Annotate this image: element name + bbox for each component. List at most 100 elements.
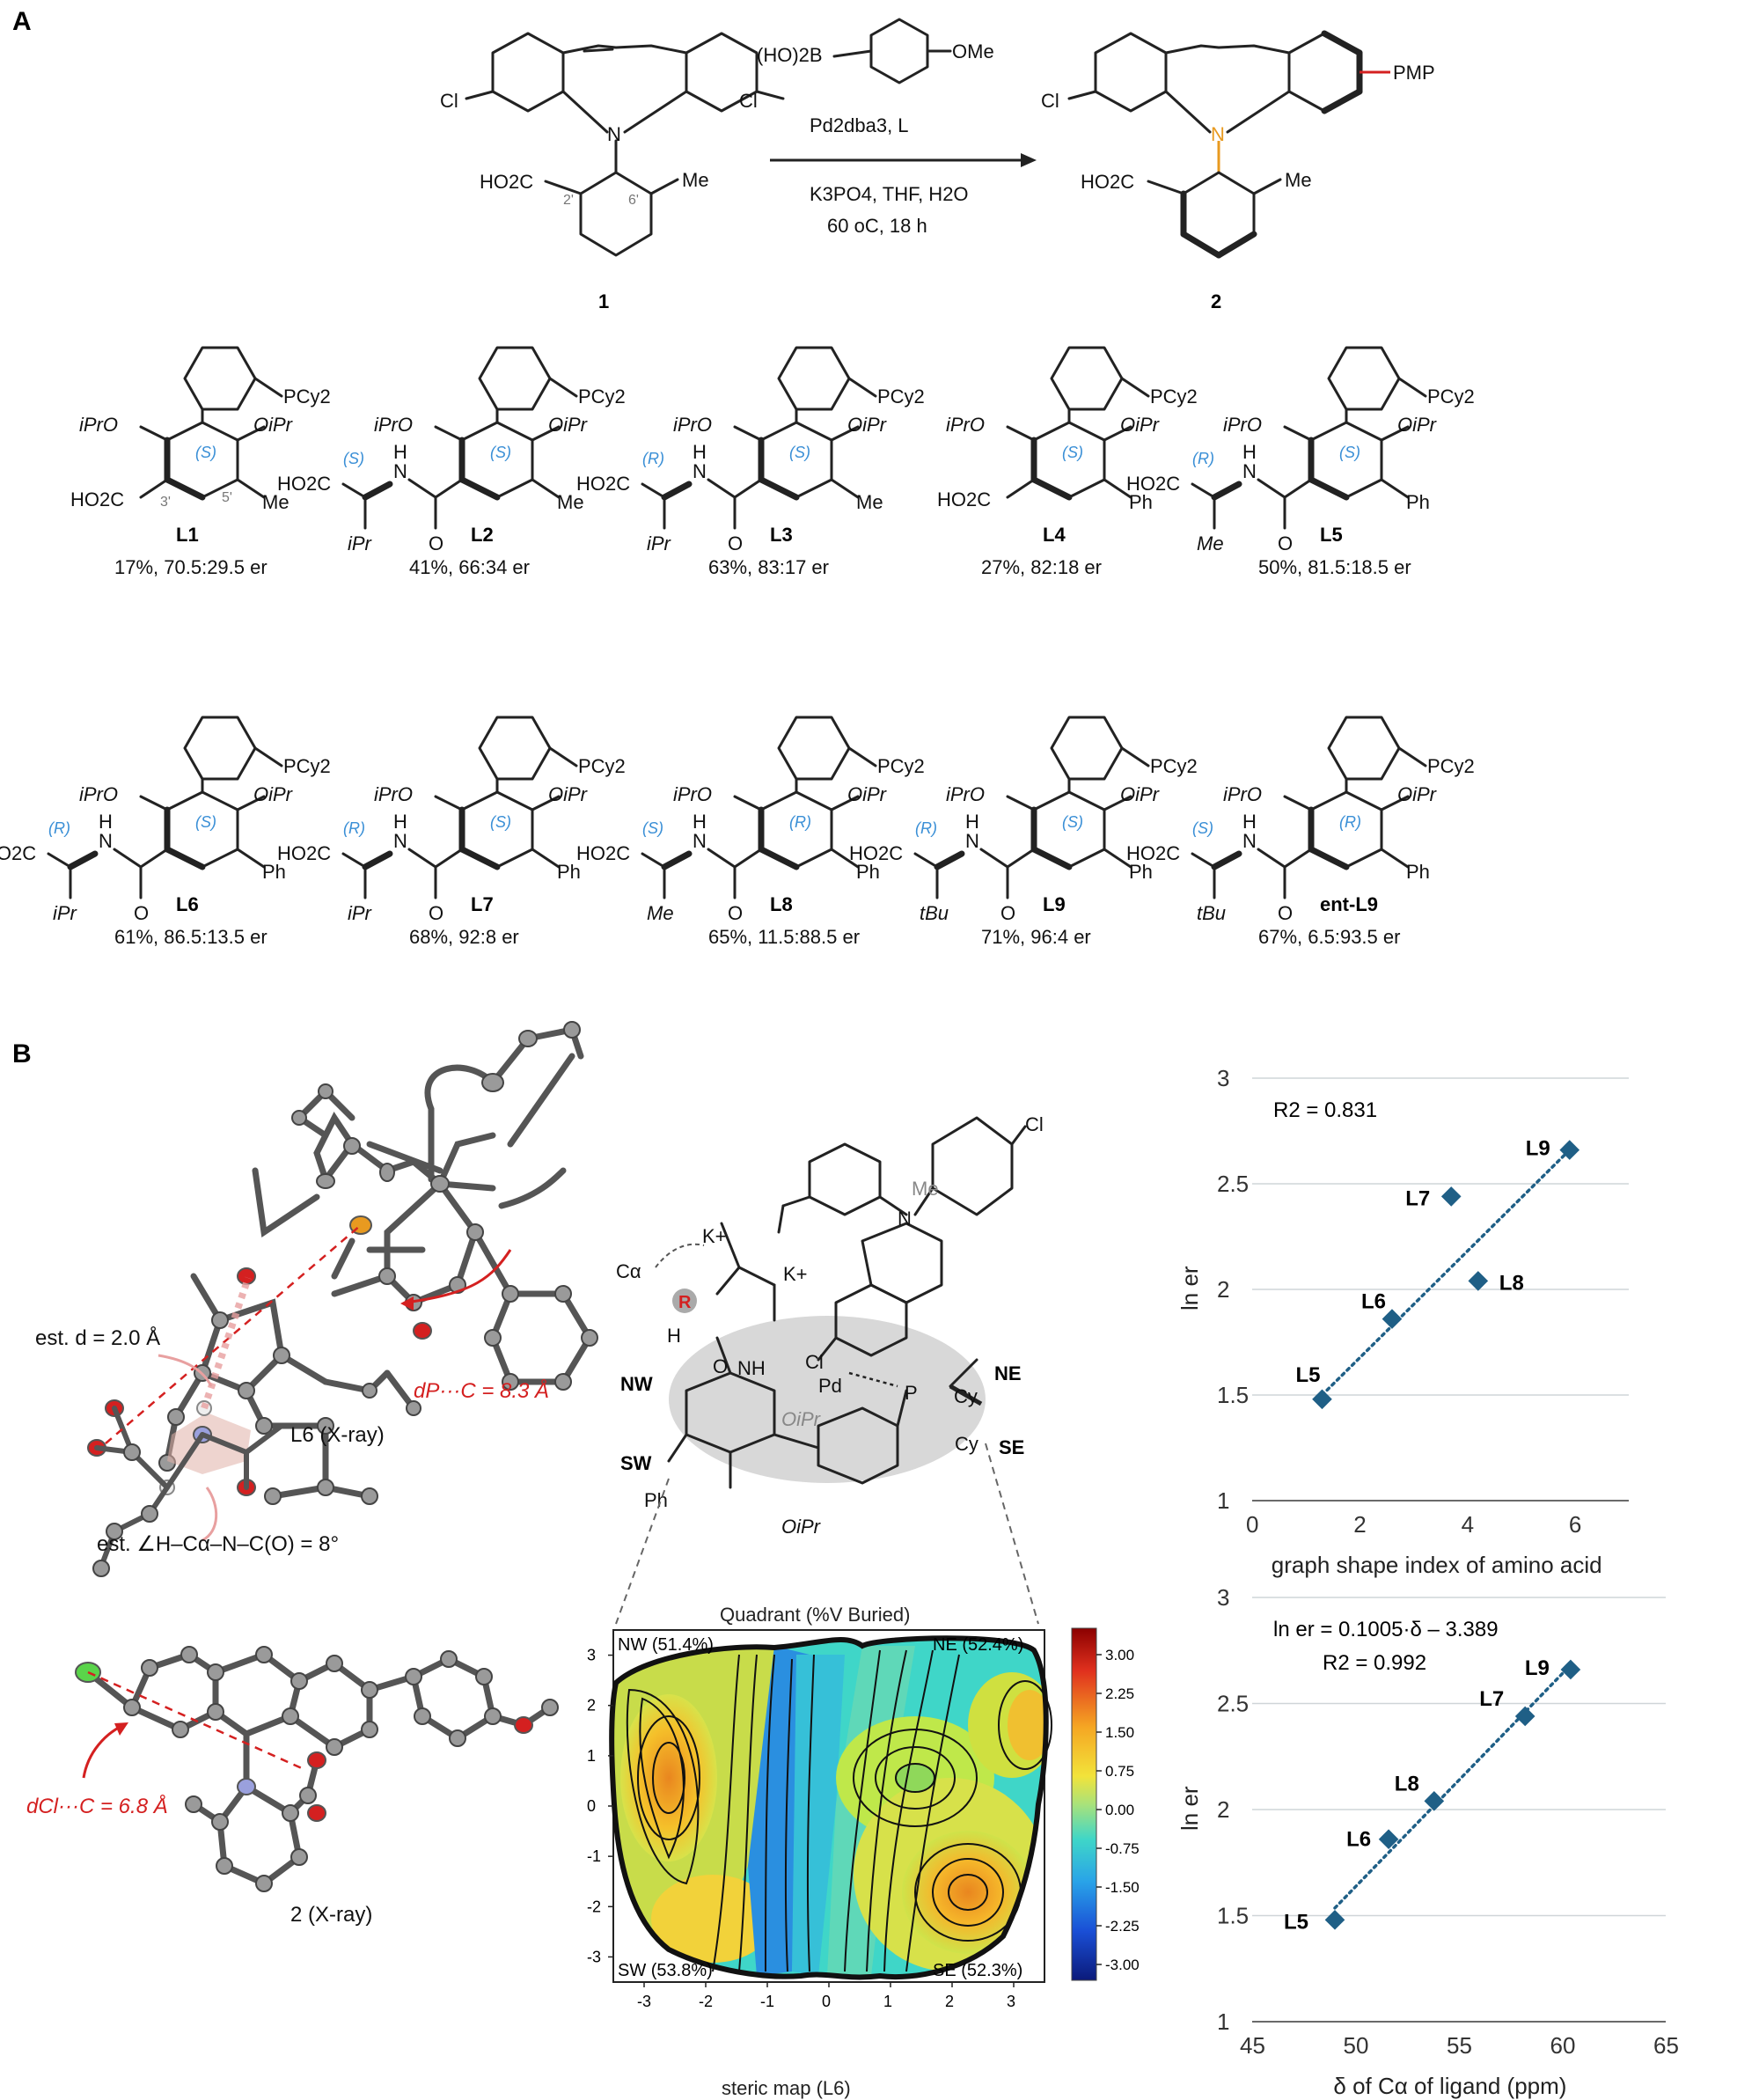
- ligand-c5-bond: [1380, 478, 1410, 499]
- ligand-bold-bond-2: [458, 476, 501, 501]
- catalyst-text: Pd2dba3, L: [810, 114, 909, 136]
- ligand-n: N: [99, 830, 113, 852]
- ligand-cn-bond: [407, 478, 437, 499]
- ligand-acid: HO2C: [277, 473, 331, 495]
- chart-ylabel: ln er: [1176, 1786, 1203, 1831]
- ligand-amide-o: O: [429, 532, 443, 554]
- ligand-bold-bond-2: [1308, 476, 1350, 501]
- chart-ytick-label: 1.5: [1217, 1903, 1249, 1929]
- sm-cl-right: Cl: [739, 90, 758, 112]
- ligand-side-chain: iPr: [348, 532, 373, 554]
- ligand-bold-bond-2: [458, 846, 501, 870]
- ligand-result: 68%, 92:8 er: [409, 926, 519, 948]
- ligand-acid-bond: [913, 852, 939, 869]
- ligand-aa-stereo: (R): [48, 819, 70, 837]
- ligand-cn-bond: [407, 848, 437, 869]
- ligand-pcy2: PCy2: [877, 755, 925, 777]
- ligand-amide-o: O: [134, 902, 149, 924]
- model-sw: SW: [620, 1452, 652, 1474]
- ligand-o-bond-right: [1103, 425, 1132, 442]
- steric-nw: NW (51.4%): [618, 1635, 714, 1655]
- steric-map-title: Quadrant (%V Buried): [720, 1604, 910, 1626]
- ligand-pos3: 3': [160, 495, 171, 510]
- ligand-sub5: Ph: [1129, 861, 1153, 883]
- model-o: O: [713, 1355, 728, 1377]
- ligand-o-bond-left: [1006, 795, 1036, 811]
- ligand-axial-stereo: (S): [1062, 444, 1083, 461]
- ligand-oipr-right: OiPr: [548, 783, 589, 805]
- colorbar-label: 0.00: [1105, 1802, 1134, 1818]
- ligand-o-bond-right: [531, 425, 561, 442]
- chart-trendline: [1320, 1148, 1572, 1397]
- ligand-c3-bond: [1006, 478, 1036, 499]
- ligand-p-bond: [253, 377, 283, 398]
- ligand-c5-bond: [236, 478, 266, 499]
- ligand-sub5: Ph: [557, 861, 581, 883]
- ligand-oipr-left: iPrO: [374, 414, 413, 436]
- ligand-o-bond-right: [1380, 425, 1410, 442]
- ligand-acid: HO2C: [1126, 473, 1180, 495]
- ligand-c3-bond: [1283, 478, 1313, 499]
- chart-xtick-label: 2: [1353, 1511, 1366, 1538]
- ligand-pcy2: PCy2: [1150, 385, 1198, 408]
- ligand-bold-bond-2: [1030, 846, 1073, 870]
- ligand-side-chain: Me: [647, 902, 674, 924]
- ligand-sub5: Ph: [1406, 861, 1430, 883]
- chart-ytick-label: 2: [1217, 1276, 1229, 1303]
- ligand-result: 41%, 66:34 er: [409, 556, 530, 578]
- ligand-h: H: [99, 811, 113, 833]
- ligand-sub5: Ph: [856, 861, 880, 883]
- ligand-calpha-bond: [1211, 481, 1242, 501]
- ligand-n: N: [693, 830, 707, 852]
- steric-ne: NE (52.4%): [933, 1635, 1023, 1655]
- ligand-calpha-bond: [661, 850, 693, 870]
- ligand-oipr-right: OiPr: [847, 783, 888, 805]
- ligand-n: N: [693, 460, 707, 482]
- chart-xtick-label: 0: [1246, 1511, 1258, 1538]
- ligand-o-bond-right: [830, 425, 860, 442]
- ligand-o-bond-left: [733, 425, 763, 442]
- ligand-c3-bond: [1006, 848, 1036, 869]
- ligand-side-chain: iPr: [647, 532, 672, 554]
- ligand-c3-bond: [139, 848, 169, 869]
- chart-trendline: [1333, 1663, 1572, 1910]
- reagent-ome: OMe: [952, 40, 994, 62]
- xray-p2-caption: 2 (X-ray): [290, 1903, 372, 1927]
- ligand-upper-ring: [777, 716, 851, 781]
- ligand-aa-stereo: (S): [343, 450, 364, 467]
- ligand-o-bond-right: [1103, 795, 1132, 811]
- ligand-upper-ring: [777, 346, 851, 411]
- product-pmp: PMP: [1393, 62, 1435, 84]
- ligand-c5-bond: [531, 478, 561, 499]
- ligand-c5-bond: [1103, 848, 1132, 869]
- model-oipr1: OiPr: [781, 1408, 822, 1430]
- ligand-pcy2: PCy2: [1427, 755, 1475, 777]
- colorbar-label: -0.75: [1105, 1840, 1140, 1857]
- ligand-o-bond-left: [139, 795, 169, 811]
- chart-ytick-label: 1: [1217, 2008, 1229, 2035]
- ligand-axial-stereo: (S): [1339, 444, 1360, 461]
- ligand-acid-bond: [341, 482, 367, 499]
- ligand-label: L6: [176, 893, 199, 915]
- chart-point-label: L9: [1525, 1656, 1550, 1680]
- ligand-sub5: Me: [856, 491, 883, 513]
- ligand-sub5: Me: [262, 491, 290, 513]
- ligand-p-bond: [1120, 377, 1150, 398]
- ligand-c5-bond: [531, 848, 561, 869]
- ligand-aa-stereo: (R): [915, 819, 937, 837]
- ligand-label: ent-L9: [1320, 893, 1378, 915]
- ligand-cn-bond: [1257, 848, 1286, 869]
- panel-label-b: B: [12, 1039, 32, 1068]
- model-ne: NE: [994, 1362, 1022, 1384]
- ligand-oipr-right: OiPr: [253, 414, 294, 436]
- ligand-o-bond-left: [434, 425, 464, 442]
- ligand-acid: HO2C: [937, 488, 991, 510]
- ligand-oipr-right: OiPr: [1397, 783, 1438, 805]
- chart-point-L5: [1324, 1910, 1345, 1930]
- xray-est-d: est. d = 2.0 Å: [35, 1325, 160, 1350]
- chart-annotation-2: R2 = 0.992: [1323, 1651, 1426, 1675]
